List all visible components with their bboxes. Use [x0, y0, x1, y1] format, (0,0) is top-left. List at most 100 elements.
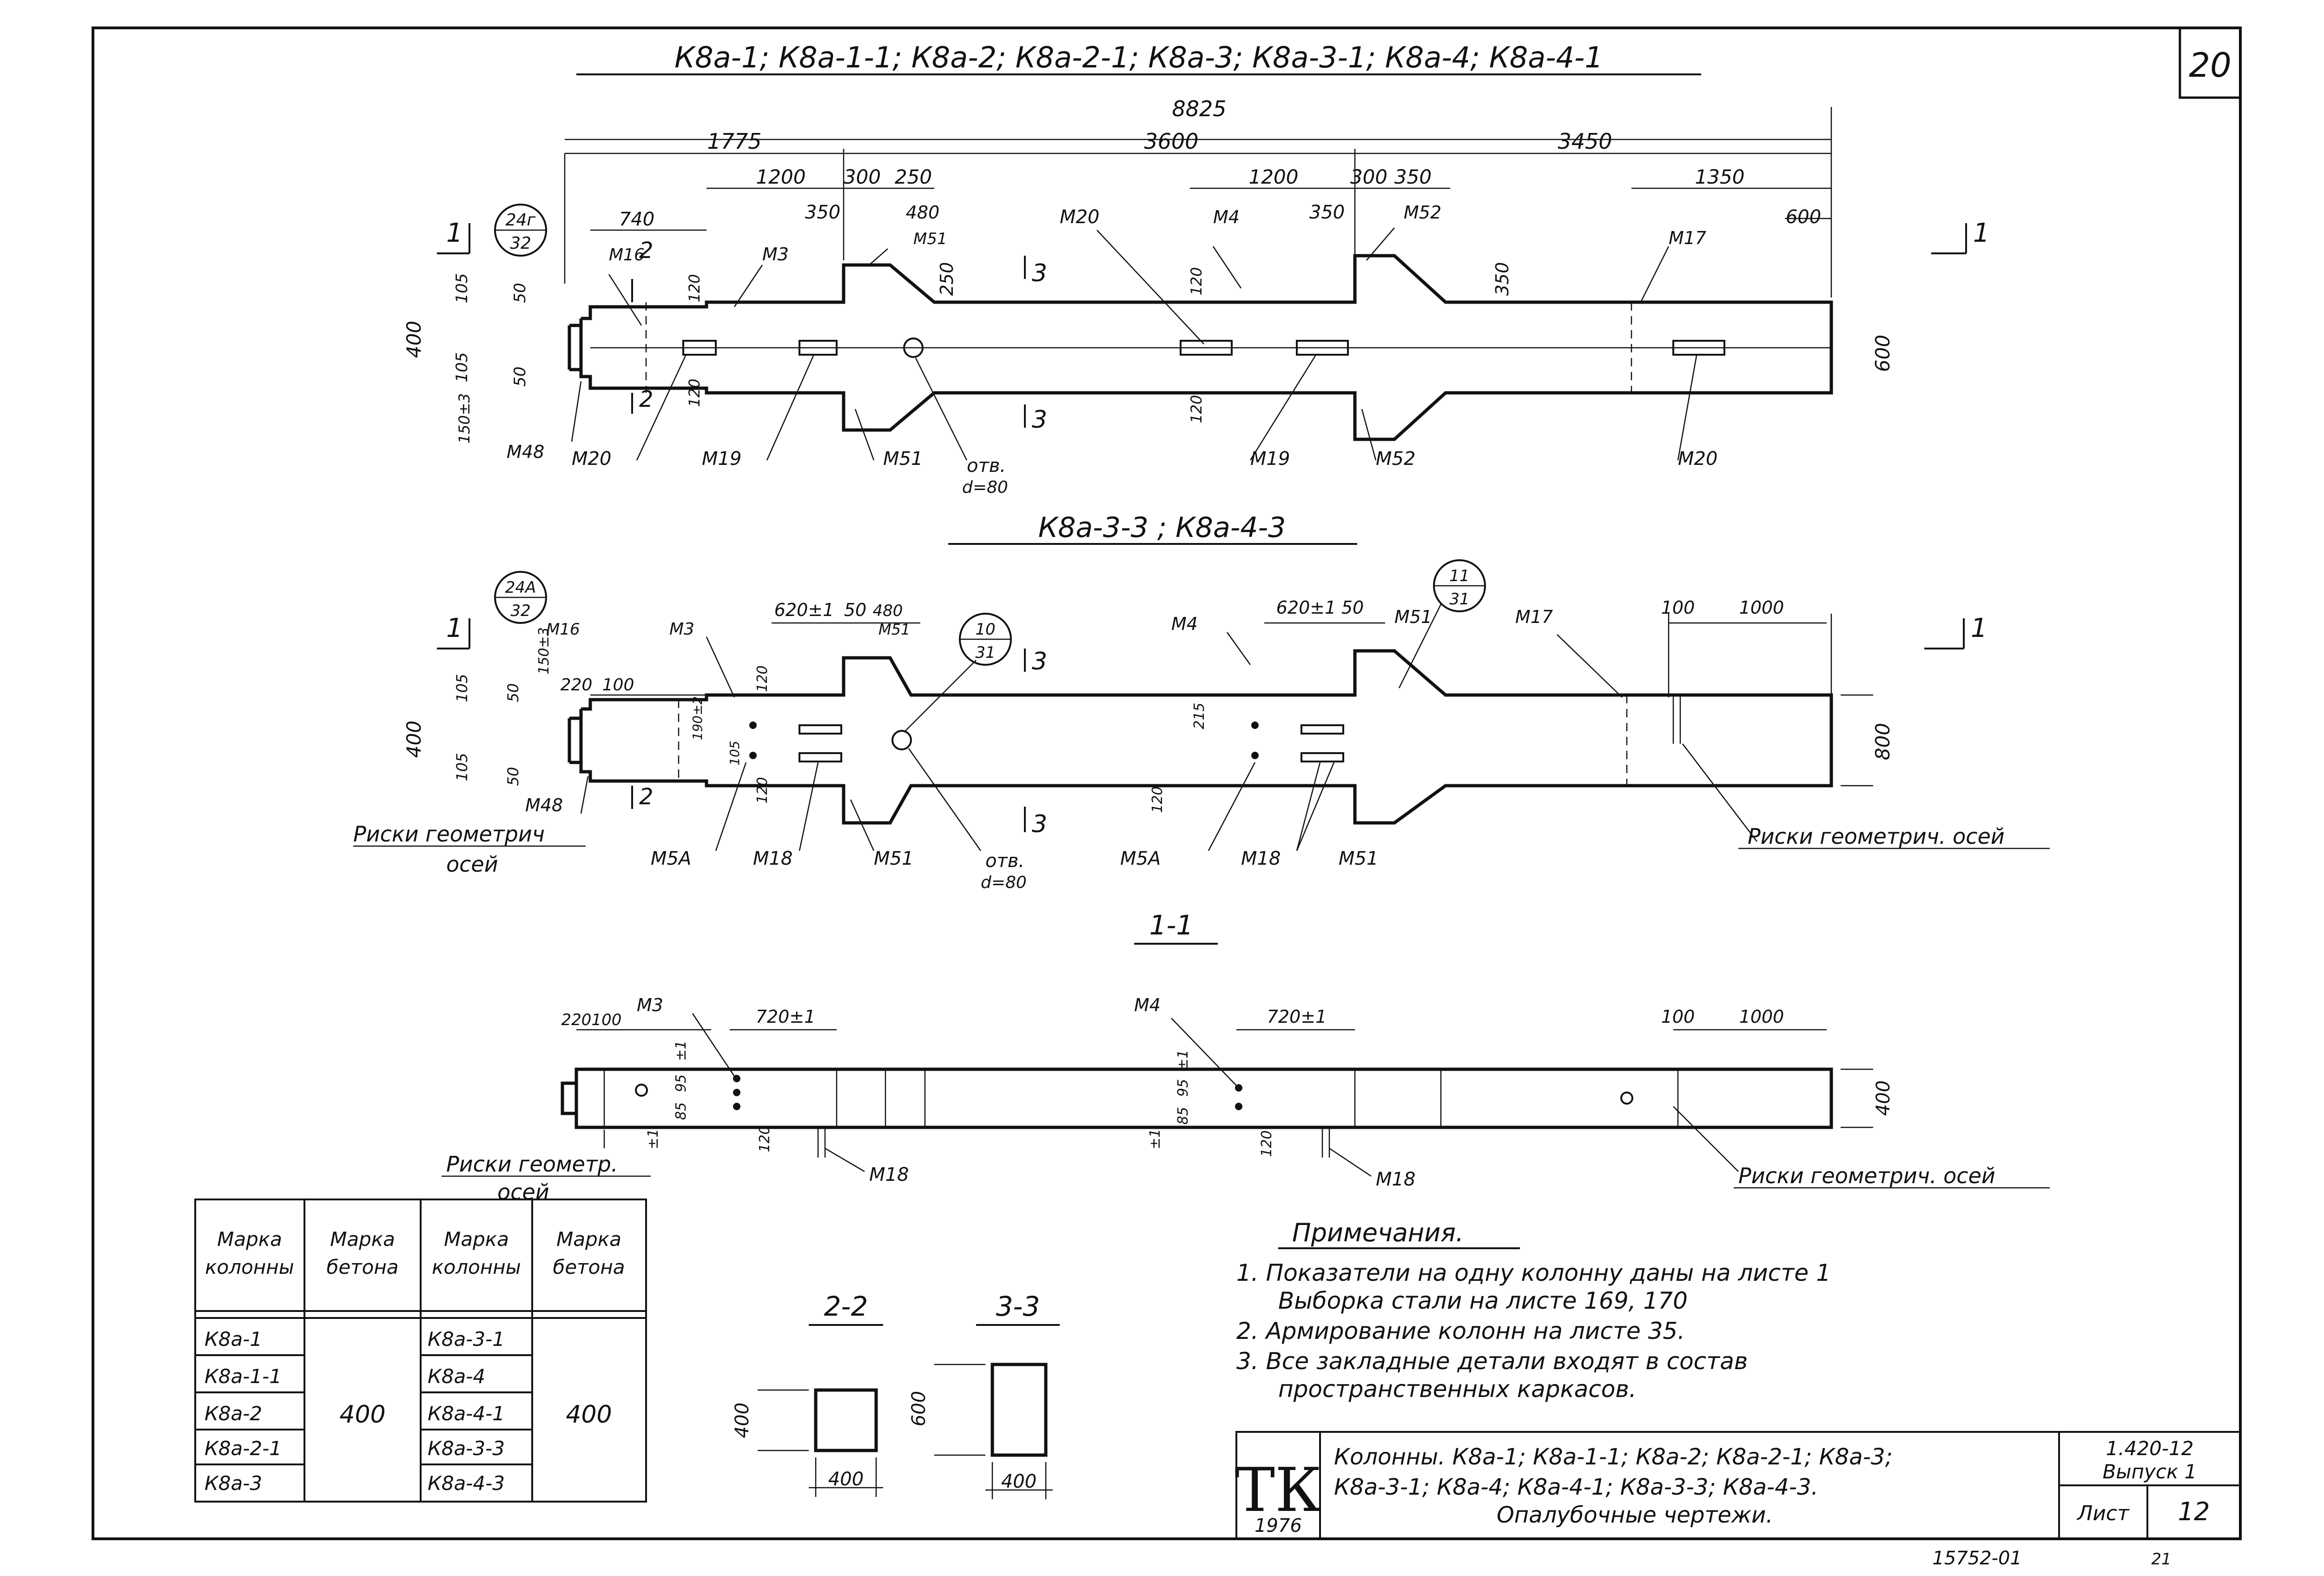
footer-code: 15752-01	[1932, 1548, 2022, 1569]
top-section-marks	[437, 223, 1967, 428]
sec11-label-m18b: М18	[1376, 1169, 1415, 1190]
table-right-mark-2: К8а-4-1	[428, 1402, 505, 1425]
table-left-mark-3: К8а-2-1	[205, 1437, 282, 1460]
mid-circle1-top: 24А	[505, 578, 536, 597]
top-height-600: 600	[1871, 335, 1894, 372]
top-embedded-plates	[682, 338, 1725, 358]
sec11-v120a: 120	[757, 1126, 773, 1152]
mid-section-1-left: 1	[446, 613, 463, 643]
top-section-3-bot: 3	[1032, 406, 1047, 434]
sec11-label-m3: М3	[637, 995, 663, 1015]
mid-circle2-bot: 31	[975, 643, 995, 662]
sec11-height-400: 400	[1873, 1080, 1894, 1116]
sec11-label-risk-right: Риски геометрич. осей	[1738, 1163, 1995, 1188]
sec11-v120b: 120	[1259, 1130, 1275, 1157]
mid-dimensions	[590, 614, 1873, 787]
mid-detail-circles	[494, 559, 1486, 666]
top-inner-lines	[590, 302, 1831, 393]
top-dimensions	[564, 107, 1832, 298]
top-label-m20b: М20	[572, 448, 611, 470]
top-detail-circle-top: 24г	[506, 211, 536, 230]
top-v150: 150±3	[456, 393, 473, 444]
top-v50b: 50	[511, 366, 529, 386]
notes-item-3: 3. Все закладные детали входят в состав	[1236, 1348, 1748, 1375]
mid-label-risk-left: Риски геометрич	[353, 821, 545, 847]
sec11-v95a: 95	[673, 1074, 689, 1092]
top-label-m51b: М51	[883, 448, 923, 470]
mid-dim-100: 100	[1661, 597, 1695, 618]
sec11-pm1b: ±1	[1147, 1129, 1163, 1149]
top-column-outline	[568, 254, 1833, 441]
mid-dim-620a: 620±1	[774, 600, 834, 620]
mid-circle2-top: 10	[975, 620, 995, 639]
mid-v190: 190±2	[690, 696, 705, 741]
mid-label-m5a: М5А	[651, 848, 691, 869]
top-dim-1200a: 1200	[756, 166, 806, 188]
mid-dim-100b: 100	[602, 675, 634, 695]
mid-column-outline	[568, 649, 1833, 825]
top-dim-250v: 250	[937, 262, 957, 296]
table-left-mark-4: К8а-3	[205, 1472, 262, 1495]
sec11-dim-720a: 720±1	[756, 1007, 816, 1027]
top-label-m19a: М19	[702, 448, 741, 470]
top-dim-1775: 1775	[707, 129, 761, 154]
notes-item-2: 2. Армирование колонн на листе 35.	[1236, 1318, 1685, 1344]
title-block-issue: Выпуск 1	[2103, 1460, 2197, 1483]
notes-item-4: пространственных каркасов.	[1278, 1376, 1637, 1403]
top-label-hole: отв.	[967, 455, 1006, 477]
sec11-dim-220: 220	[561, 1011, 592, 1029]
title-block-line3: Опалубочные чертежи.	[1497, 1502, 1773, 1528]
top-section-2-top: 2	[639, 238, 654, 264]
mid-section-2: 2	[639, 784, 654, 810]
section-3-3-dims	[934, 1364, 1053, 1499]
top-dim-1200b: 1200	[1249, 166, 1299, 188]
sec11-label-m18a: М18	[869, 1164, 909, 1185]
top-view-title: К8а-1; К8а-1-1; К8а-2; К8а-2-1; К8а-3; К…	[674, 40, 1603, 74]
mid-label-m51b: М51	[1394, 607, 1432, 627]
sec11-v95b: 95	[1175, 1079, 1191, 1097]
top-label-m52b: М52	[1376, 448, 1415, 470]
mid-v105a: 105	[453, 674, 471, 702]
sec11-dim-1000: 1000	[1739, 1007, 1784, 1027]
mid-circle3-top: 11	[1449, 567, 1469, 585]
top-section-1-left: 1	[446, 218, 463, 248]
sec11-dim-100: 100	[592, 1011, 622, 1029]
top-height-400: 400	[403, 321, 425, 358]
sec11-title: 1-1	[1149, 909, 1194, 941]
mid-dim-50a: 50	[844, 600, 866, 620]
top-label-hole-d: d=80	[962, 478, 1008, 497]
mid-inner-lines	[678, 695, 1681, 786]
mid-v50b: 50	[504, 767, 522, 786]
notes-title: Примечания.	[1292, 1218, 1464, 1247]
sec11-dim-720b: 720±1	[1267, 1007, 1327, 1027]
top-dim-740: 740	[619, 209, 654, 230]
mid-v215: 215	[1191, 702, 1208, 729]
sec11-v85b: 85	[1175, 1107, 1191, 1125]
mid-v120b: 120	[754, 777, 771, 803]
top-detail-circle-bot: 32	[510, 234, 531, 253]
mid-label-risk-right: Риски геометрич. осей	[1748, 824, 2005, 849]
top-dim-300a: 300	[844, 166, 881, 188]
top-dim-300b: 300	[1350, 166, 1387, 188]
mid-v120c: 120	[1149, 786, 1166, 813]
sheet-border	[92, 26, 2242, 1540]
top-callout-leaders	[571, 227, 1697, 461]
mid-v50a: 50	[504, 683, 522, 702]
mid-dim-220: 220	[561, 675, 593, 695]
table-right-concrete: 400	[566, 1401, 612, 1429]
section-3-3-title: 3-3	[996, 1291, 1040, 1322]
mid-label-m4: М4	[1171, 614, 1198, 634]
top-label-m4: М4	[1213, 207, 1240, 227]
mid-callout-leaders	[580, 604, 1757, 851]
footer-tail: 21	[2151, 1550, 2171, 1569]
top-v120d: 120	[1188, 395, 1205, 423]
sec11-inner-lines	[576, 1029, 1873, 1158]
title-block-sheet-label: Лист	[2076, 1502, 2130, 1525]
top-dim-350a: 350	[805, 202, 840, 223]
top-v50a: 50	[511, 283, 529, 303]
mid-label-m51a: М51	[878, 621, 910, 638]
mid-v120a: 120	[754, 665, 771, 692]
